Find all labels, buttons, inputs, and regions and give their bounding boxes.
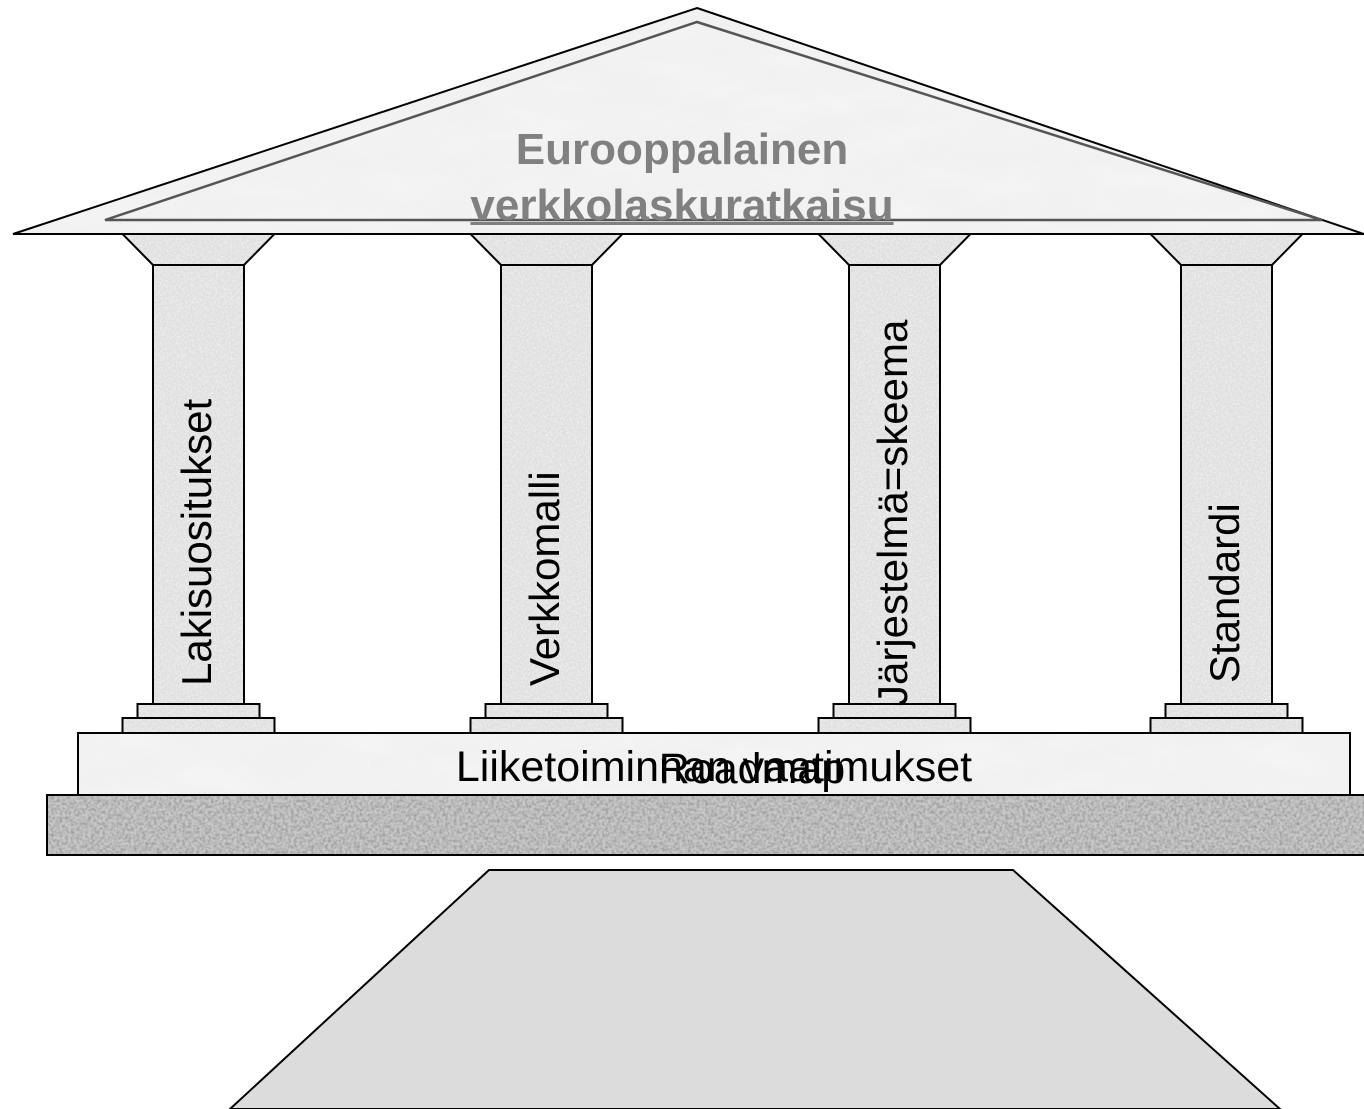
pillar-base-lower: [1149, 717, 1304, 734]
pillar-base-upper: [832, 703, 957, 719]
pillar-capital: [816, 233, 973, 266]
pillar-capital: [468, 233, 625, 266]
pillar-label-verkkomalli: Verkkomalli: [520, 471, 568, 686]
pillar-base-lower: [121, 717, 276, 734]
roadmap-shape: [228, 869, 1282, 1109]
pillar-capital: [120, 233, 277, 266]
pillar-base-lower: [817, 717, 972, 734]
pillar-shaft: [848, 264, 941, 705]
roof-inner-line: [104, 20, 1323, 222]
roadmap-label: Roadmap: [658, 745, 846, 793]
base-slab: [77, 732, 1351, 796]
base-label: Liiketoiminnan vaatimukset: [455, 743, 973, 791]
pillar-capital: [1148, 233, 1305, 266]
foundation-slab: [46, 794, 1364, 856]
roof-title-line1: Eurooppalainen: [515, 125, 849, 174]
pillar-base-upper: [136, 703, 261, 719]
pillar-label-jarjestelma-skeema: Järjestelmä=skeema: [868, 319, 916, 706]
pillar-base-upper: [484, 703, 609, 719]
pillar-label-lakisuositukset: Lakisuositukset: [172, 398, 220, 686]
pillar-base-lower: [469, 717, 624, 734]
pillar-shaft: [1180, 264, 1273, 705]
roof-title-line2: verkkolaskuratkaisu: [470, 181, 894, 230]
roof-pediment: [12, 6, 1364, 235]
pillar-base-upper: [1164, 703, 1289, 719]
pillar-label-standardi: Standardi: [1200, 503, 1248, 683]
pillars-group: [120, 233, 1305, 734]
